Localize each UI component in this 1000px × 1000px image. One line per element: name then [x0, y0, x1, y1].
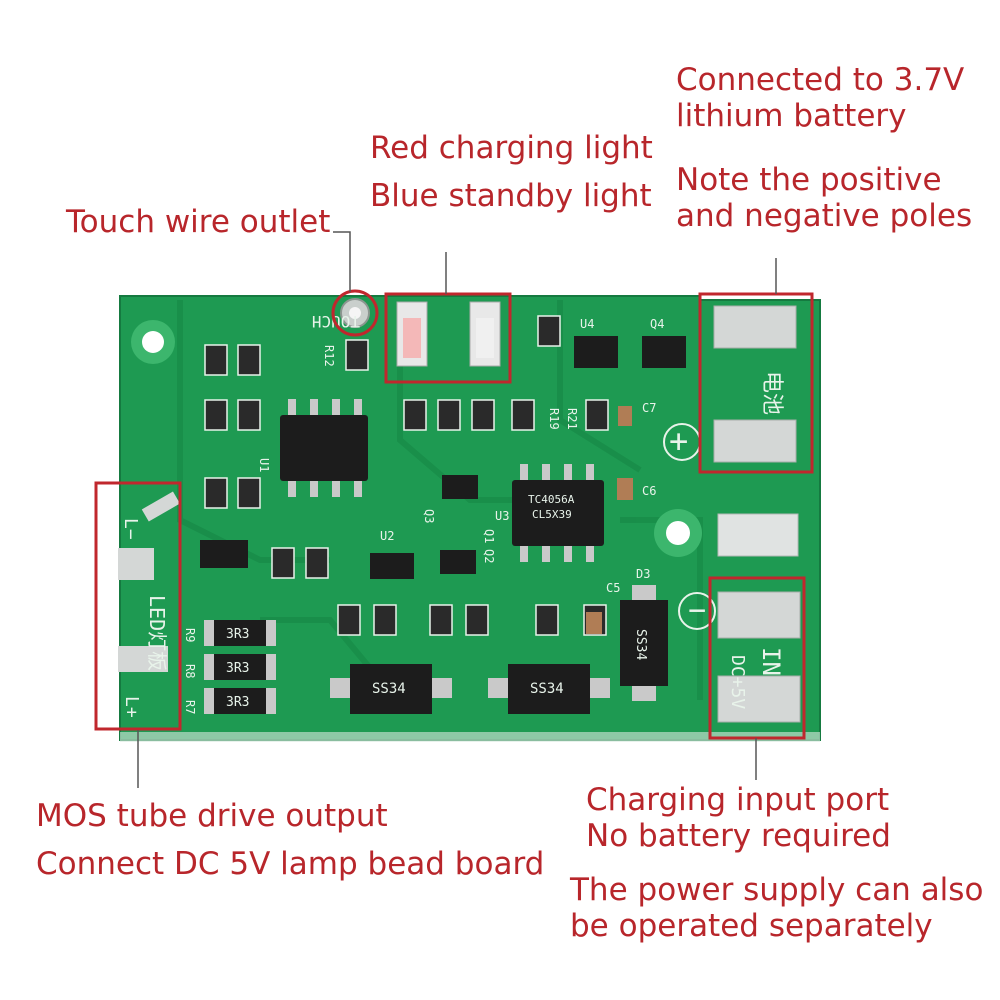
ic-u2: [370, 553, 414, 579]
silk-r8: R8: [183, 664, 197, 678]
silk-c6: C6: [642, 484, 656, 498]
led-pad-plus: [118, 646, 168, 672]
annotation-mos-line1: MOS tube drive output: [36, 798, 388, 834]
silk-c5: C5: [606, 581, 620, 595]
silk-diode-d3: SS34: [633, 629, 648, 660]
annotation-power-line1: The power supply can also: [570, 872, 984, 908]
ic-u4: [574, 336, 618, 368]
silk-r21: R21: [565, 408, 579, 430]
silk-u4: U4: [580, 317, 594, 331]
silk-battery-label: 电池: [759, 371, 784, 415]
battery-highlight: [698, 292, 814, 474]
annotation-touch: Touch wire outlet: [66, 204, 331, 240]
silk-u3: U3: [495, 509, 509, 523]
transistor-q1: [442, 475, 478, 499]
silk-in-label: IN: [757, 647, 785, 676]
annotation-charge-line2: No battery required: [586, 818, 891, 854]
led-output-highlight: [94, 481, 182, 731]
diode-ss34-left: [330, 664, 452, 714]
touch-highlight: [331, 289, 379, 337]
silk-u3-line1: TC4056A: [528, 493, 575, 506]
silk-q3: Q3: [422, 509, 436, 523]
ic-q4: [642, 336, 686, 368]
silk-plus: +: [669, 422, 688, 460]
led-pad-minus: [118, 548, 154, 580]
battery-pad-bottom: [713, 419, 797, 463]
silk-d3: D3: [636, 567, 650, 581]
red-charging-led: [396, 301, 428, 367]
ic-u1: [280, 399, 368, 497]
resistors-3r3: [204, 620, 276, 714]
silk-r7: R7: [183, 700, 197, 714]
silk-r9: R9: [183, 628, 197, 642]
touch-pad: [340, 298, 370, 328]
ic-u3-charger: [512, 464, 604, 562]
silk-q4: Q4: [650, 317, 664, 331]
silk-u3-line2: CL5X39: [532, 508, 572, 521]
silk-q2: Q2: [482, 549, 496, 563]
silk-3r3-b: 3R3: [226, 661, 249, 676]
input-pad-top: [717, 591, 801, 639]
annotation-battery-line2: lithium battery: [676, 98, 907, 134]
annotation-charge-line1: Charging input port: [586, 782, 890, 818]
annotation-led-red: Red charging light: [370, 130, 653, 166]
annotation-led-blue: Blue standby light: [370, 178, 652, 214]
annotation-battery-note2: and negative poles: [676, 198, 973, 234]
transistor-q2: [440, 550, 476, 574]
silk-l-minus: L−: [120, 518, 141, 540]
silk-minus: −: [688, 593, 706, 628]
highlight-boxes: [94, 289, 814, 740]
silk-led-label: LED灯板: [145, 595, 169, 671]
annotation-mos-line2: Connect DC 5V lamp bead board: [36, 846, 545, 882]
silk-dc-label: DC+5V: [727, 655, 748, 709]
silk-u2: U2: [380, 529, 394, 543]
silk-3r3-a: 3R3: [226, 627, 249, 642]
leader-lines: [137, 231, 777, 788]
mounting-hole-right: [654, 509, 702, 557]
diode-d3: [620, 585, 668, 701]
silk-diode-left: SS34: [372, 681, 406, 697]
annotation-battery-note1: Note the positive: [676, 162, 942, 198]
diode-ss34-right: [488, 664, 610, 714]
led-highlight: [384, 292, 512, 384]
input-pad-bottom: [717, 675, 801, 723]
silk-diode-right: SS34: [530, 681, 564, 697]
input-highlight: [708, 576, 806, 740]
transistor-q: [200, 540, 248, 568]
mounting-hole-left: [131, 320, 175, 364]
battery-pad-top: [713, 305, 797, 349]
silk-3r3-c: 3R3: [226, 695, 249, 710]
annotation-power-line2: be operated separately: [570, 908, 933, 944]
silk-u1: U1: [257, 458, 271, 472]
silk-r19: R19: [547, 408, 561, 430]
silk-r12: R12: [322, 345, 336, 367]
annotation-battery-line1: Connected to 3.7V: [676, 62, 965, 98]
silk-q1: Q1: [482, 529, 496, 543]
silk-l-plus: L+: [121, 696, 142, 718]
middle-pad: [717, 513, 799, 557]
capacitors: [586, 406, 633, 634]
blue-standby-led: [469, 301, 501, 367]
silk-c7: C7: [642, 401, 656, 415]
